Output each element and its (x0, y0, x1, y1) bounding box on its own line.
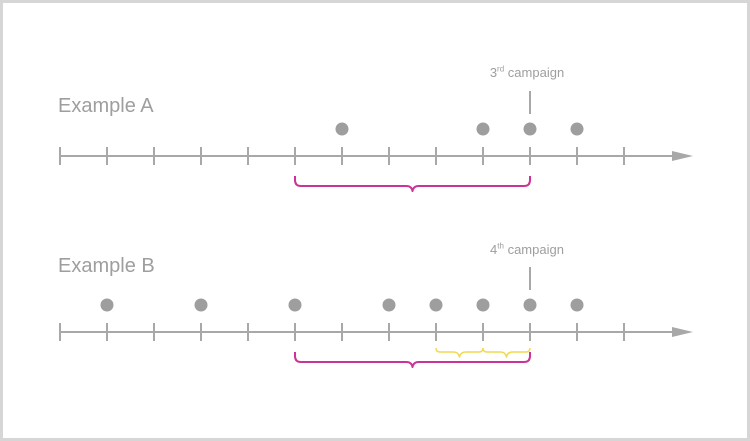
example-a-event-dot (523, 122, 537, 136)
example-a-label: Example A (58, 95, 154, 117)
example-a-campaign-ordinal: rd (497, 64, 505, 74)
example-a-event-dot (476, 122, 490, 136)
example-b-campaign-text: campaign (507, 242, 564, 257)
example-b-yellow-brace (435, 347, 484, 358)
example-b-yellow-brace (482, 347, 531, 358)
example-b-label: Example B (58, 255, 155, 277)
example-b-campaign-ordinal: th (497, 241, 504, 251)
example-b-event-dot (476, 298, 490, 312)
example-a-pink-brace (294, 176, 531, 192)
example-a-campaign-text: campaign (507, 65, 565, 80)
example-a-event-dot (335, 122, 349, 136)
example-b-axis-arrow (672, 327, 693, 337)
example-b-event-dot (570, 298, 584, 312)
example-b-event-dot (382, 298, 396, 312)
example-b-pink-brace (294, 352, 531, 368)
example-b-event-dot (194, 298, 208, 312)
example-b-campaign-number: 4 (490, 242, 498, 257)
example-a-campaign-number: 3 (489, 65, 498, 80)
example-a-axis-arrow (672, 151, 693, 161)
example-a-annotation: 3rd campaign (490, 65, 564, 80)
timeline-diagram (59, 91, 693, 368)
example-b-annotation: 4th campaign (490, 242, 564, 257)
example-b-event-dot (288, 298, 302, 312)
example-a-event-dot (570, 122, 584, 136)
example-b-event-dot (100, 298, 114, 312)
example-b-event-dot (523, 298, 537, 312)
example-b-event-dot (429, 298, 443, 312)
